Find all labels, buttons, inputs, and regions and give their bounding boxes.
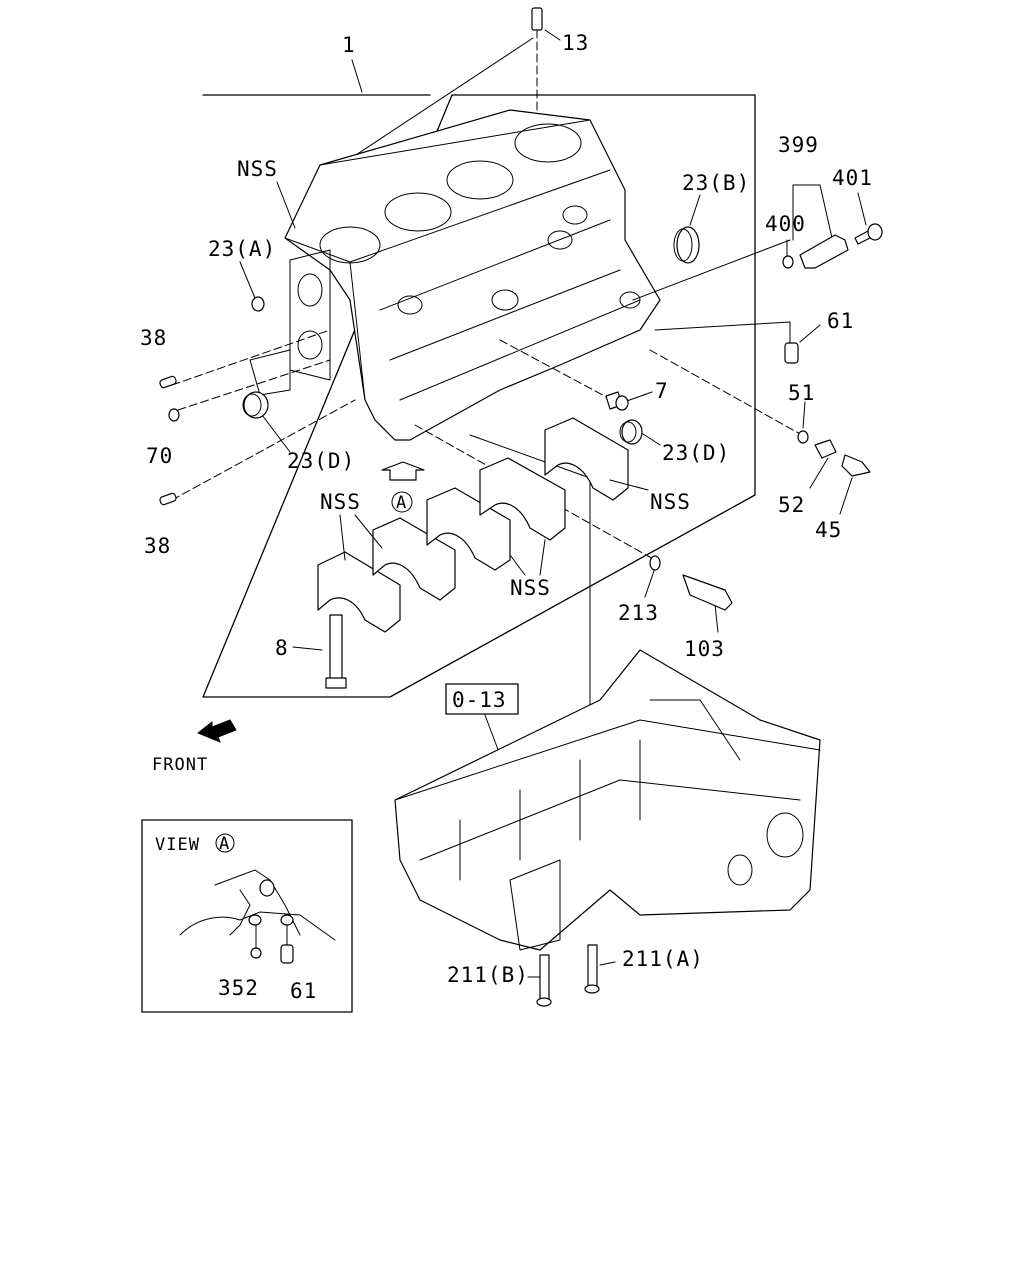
label-45: 45 — [815, 518, 842, 542]
label-view-circle: A — [219, 834, 230, 854]
leader-nss-caps-left — [339, 514, 383, 561]
label-8: 8 — [275, 636, 289, 660]
label-52: 52 — [778, 493, 805, 517]
reference-box — [445, 683, 519, 715]
label-61: 61 — [827, 309, 854, 333]
sensor-45 — [841, 454, 871, 477]
leader-23b — [689, 194, 701, 226]
view-marker-circle — [391, 491, 413, 513]
leader-45 — [839, 477, 853, 515]
label-38-top: 38 — [140, 326, 167, 350]
leader-1 — [351, 59, 363, 93]
view-a-circle — [215, 833, 235, 853]
bolt-7 — [605, 391, 629, 411]
label-211a: 211(A) — [622, 947, 704, 971]
label-103: 103 — [684, 637, 725, 661]
leader-401 — [857, 192, 867, 226]
label-1: 1 — [342, 33, 356, 57]
leader-ref-box — [484, 714, 501, 756]
washer-51 — [797, 430, 809, 444]
pin-38-top — [159, 375, 177, 389]
label-front: FRONT — [152, 755, 208, 775]
assembly-frame — [202, 94, 756, 698]
leader-nss-top — [276, 181, 296, 229]
cap-bolt-8 — [325, 614, 347, 689]
label-13: 13 — [562, 31, 589, 55]
label-view-title: VIEW — [155, 835, 200, 855]
leader-51-52 — [649, 349, 803, 436]
label-23a: 23(A) — [208, 237, 276, 261]
lower-crankcase — [394, 649, 821, 951]
label-352: 352 — [218, 976, 259, 1000]
leader-line-sensor — [632, 239, 791, 301]
label-213: 213 — [618, 601, 659, 625]
leader-23a — [239, 261, 256, 299]
main-bearing-caps — [317, 417, 629, 633]
bolt-211b — [536, 954, 552, 1007]
washer-213 — [649, 555, 661, 571]
leader-70 — [177, 359, 331, 411]
o-ring-400 — [782, 255, 794, 269]
view-a-detail — [179, 869, 336, 964]
bolt-211a — [584, 944, 600, 994]
label-23d-left: 23(D) — [287, 449, 355, 473]
leader-nss-caps-mid — [509, 539, 546, 576]
front-arrow-icon — [197, 719, 237, 743]
label-nss-top: NSS — [237, 157, 278, 181]
label-nss-caps-right: NSS — [650, 490, 691, 514]
plug-70 — [168, 408, 180, 422]
label-23d-right: 23(D) — [662, 441, 730, 465]
expansion-plug-23d-right — [619, 419, 643, 445]
leader-51 — [802, 401, 806, 429]
leader-211a — [599, 961, 616, 966]
label-38-bottom: 38 — [144, 534, 171, 558]
label-ref-box: 0-13 — [452, 688, 507, 712]
plug-23a — [251, 296, 265, 312]
leader-399-bracket — [792, 184, 833, 241]
sensor-399 — [799, 234, 849, 269]
label-view-marker: A — [396, 493, 407, 513]
view-direction-arrow-icon — [381, 461, 425, 481]
leader-38-top — [171, 329, 331, 386]
leader-nss-caps-right — [609, 479, 649, 491]
expansion-plug-23b — [673, 226, 700, 264]
label-401: 401 — [832, 166, 873, 190]
dowel-61 — [784, 342, 799, 364]
label-399: 399 — [778, 133, 819, 157]
leader-38-bottom — [171, 399, 356, 501]
label-51: 51 — [788, 381, 815, 405]
cylinder-block — [249, 109, 661, 441]
label-400: 400 — [765, 212, 806, 236]
pin-38-bottom — [159, 492, 177, 506]
leader-8 — [292, 646, 323, 651]
leader-103 — [714, 604, 719, 633]
bolt-401 — [854, 223, 883, 245]
label-nss-caps-mid: NSS — [510, 576, 551, 600]
expansion-plug-23d-left — [242, 391, 269, 419]
label-23b: 23(B) — [682, 171, 750, 195]
leader-61-bracket — [654, 321, 791, 346]
leader-13 — [544, 29, 561, 41]
leader-61 — [799, 324, 821, 343]
switch-52 — [814, 439, 837, 459]
leader-213 — [644, 567, 656, 598]
leader-23d-left — [261, 414, 291, 453]
dowel-pin-13 — [531, 7, 543, 31]
label-61-view: 61 — [290, 979, 317, 1003]
leader-7 — [623, 391, 653, 403]
leader-23d-right — [639, 431, 661, 446]
label-7: 7 — [655, 379, 669, 403]
leader-7-axis — [499, 339, 613, 401]
oil-jet-103 — [682, 574, 733, 611]
label-nss-caps-left: NSS — [320, 490, 361, 514]
leader-52 — [809, 457, 829, 489]
label-70: 70 — [146, 444, 173, 468]
label-211b: 211(B) — [447, 963, 529, 987]
view-a-inset — [141, 819, 353, 1013]
